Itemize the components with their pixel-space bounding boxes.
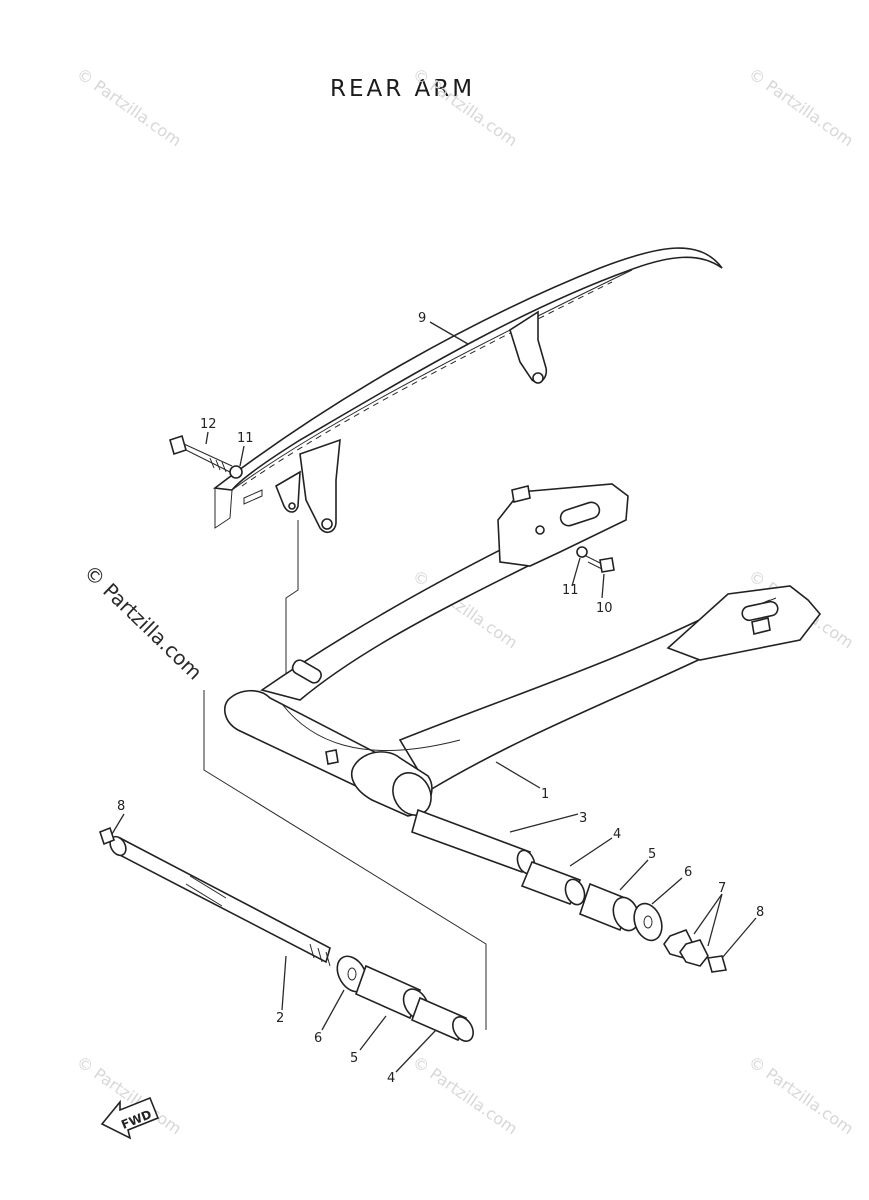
thrust-washer-part (633, 902, 663, 942)
bushing-part (520, 860, 586, 906)
fwd-arrow-icon: FWD (100, 1096, 160, 1140)
callout-8: 8 (756, 905, 764, 920)
bolt-cap-part (99, 826, 115, 846)
callout-12: 12 (200, 417, 217, 432)
callout-11: 11 (562, 583, 579, 598)
nut-part (679, 939, 709, 967)
callout-6: 6 (684, 865, 692, 880)
callout-1: 1 (541, 787, 549, 802)
callout-4: 4 (387, 1071, 395, 1086)
washer-hole (347, 967, 357, 981)
bushing-part (410, 996, 474, 1042)
callout-10: 10 (596, 601, 613, 616)
bolt-part (585, 555, 615, 573)
chain-guard-part (212, 247, 723, 534)
callout-8: 8 (117, 799, 125, 814)
callout-11: 11 (237, 431, 254, 446)
bolt-cap-part (706, 955, 728, 973)
diagram-title: REAR ARM (330, 76, 476, 102)
washer-part (576, 546, 588, 558)
callout-4: 4 (613, 827, 621, 842)
callout-2: 2 (276, 1011, 284, 1026)
callout-5: 5 (350, 1051, 358, 1066)
pivot-shaft-part (109, 835, 331, 967)
leader-lines (111, 321, 757, 1073)
washer-hole (643, 915, 653, 929)
callout-5: 5 (648, 847, 656, 862)
bushing-part (579, 882, 640, 932)
bolt-part (169, 434, 233, 473)
callout-6: 6 (314, 1031, 322, 1046)
washer-part (229, 465, 243, 479)
callout-3: 3 (579, 811, 587, 826)
callout-9: 9 (418, 311, 426, 326)
swing-arm-part (224, 483, 822, 817)
pivot-collar-part (411, 808, 536, 875)
callout-7: 7 (718, 881, 726, 896)
